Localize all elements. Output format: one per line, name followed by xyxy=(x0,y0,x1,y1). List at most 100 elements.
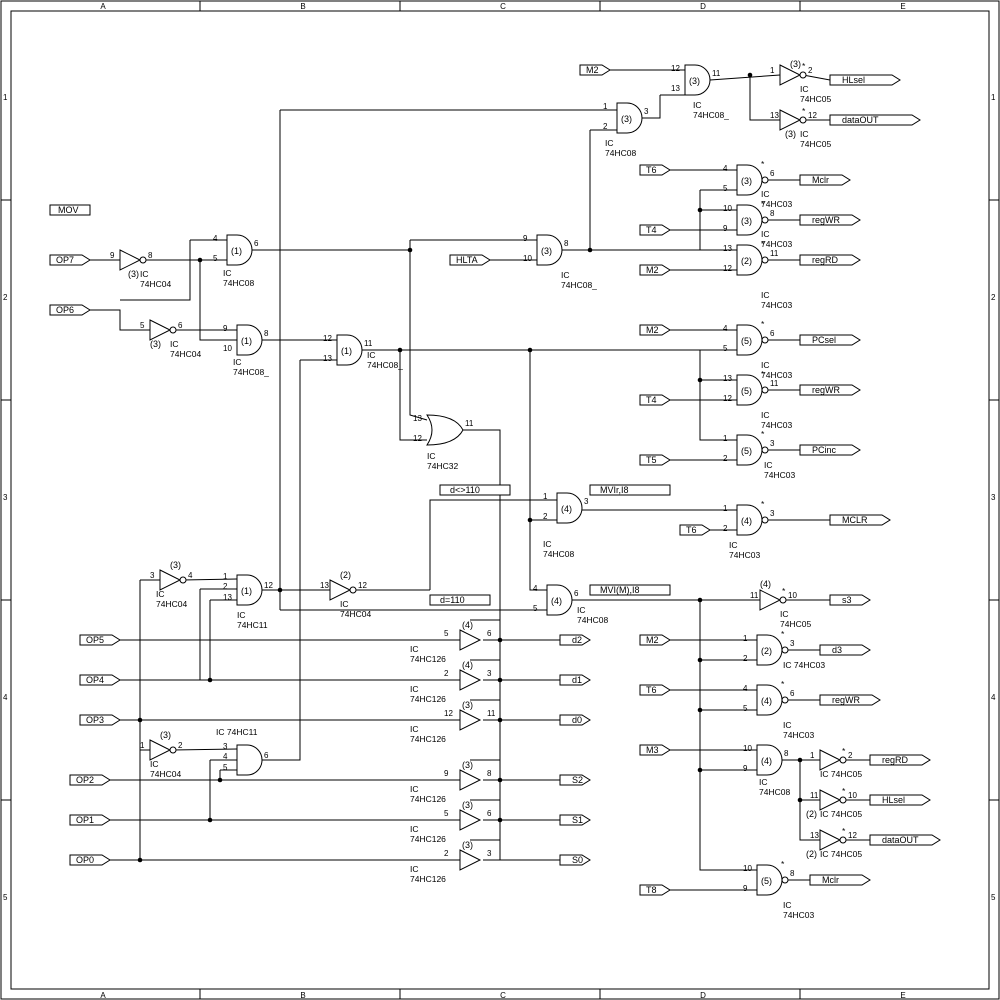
pin-number: 2 xyxy=(848,751,853,760)
junction-dot xyxy=(277,587,283,593)
invert-bubble xyxy=(761,516,769,524)
net-note-dne110: d<>110 xyxy=(439,484,511,496)
output-port-HLsel: HLsel xyxy=(869,794,931,806)
part-label: 74HC05 xyxy=(780,619,811,629)
part-label: 74HC126 xyxy=(410,694,446,704)
pin-number: 11 xyxy=(750,591,759,600)
junction-dot xyxy=(697,377,703,383)
junction-dot xyxy=(697,657,703,663)
open-drain-mark: * xyxy=(782,586,786,596)
invert-bubble xyxy=(761,176,769,184)
input-port-HLTA: HLTA xyxy=(449,254,491,266)
pin-number: 10 xyxy=(743,864,752,873)
gate-unit: (1) xyxy=(241,586,252,596)
port-label: M2 xyxy=(646,265,659,275)
invert-bubble xyxy=(761,336,769,344)
gate-body xyxy=(149,319,172,341)
port-shape xyxy=(869,754,931,766)
column-label-D: D xyxy=(700,991,706,1000)
wire xyxy=(749,75,780,121)
gate-unit: (4) xyxy=(761,756,772,766)
gate-body xyxy=(779,109,802,131)
gate-body xyxy=(459,849,482,871)
pin-number: 13 xyxy=(413,414,422,423)
pin-number: 6 xyxy=(770,169,775,178)
pin-number: 3 xyxy=(487,849,492,858)
part-label: 74HC03 xyxy=(761,199,792,209)
pin-number: 10 xyxy=(723,204,732,213)
port-layer: M2MOVOP7OP6HLTAT6T4M2M2T4T5T6OP5OP4OP3OP… xyxy=(49,64,941,896)
port-shape xyxy=(639,224,671,236)
wire xyxy=(463,429,501,860)
pin-number: 11 xyxy=(770,379,779,388)
part-label: IC xyxy=(410,824,419,834)
pin-number: 3 xyxy=(790,639,795,648)
pin-number: 6 xyxy=(487,809,492,818)
port-label: M2 xyxy=(586,65,599,75)
port-shape xyxy=(639,684,671,696)
part-label: IC xyxy=(561,270,570,280)
invert-bubble xyxy=(139,256,147,264)
port-label: OP6 xyxy=(56,305,74,315)
part-label: 74HC08_ xyxy=(693,110,729,120)
pin-number: 6 xyxy=(178,321,183,330)
pin-number: 12 xyxy=(444,709,453,718)
part-label: IC xyxy=(410,724,419,734)
gate-unit: (4) xyxy=(761,696,772,706)
pin-number: 5 xyxy=(723,344,728,353)
port-shape xyxy=(49,204,91,216)
output-port-S0: S0 xyxy=(559,854,591,866)
gate-unit: (1) xyxy=(341,346,352,356)
open-drain-mark: * xyxy=(761,319,765,329)
part-label: IC 74HC03 xyxy=(783,660,825,670)
gate-unit: (5) xyxy=(741,336,752,346)
gate-unit: (5) xyxy=(761,876,772,886)
pin-number: 11 xyxy=(364,339,373,348)
gate-unit: (4) xyxy=(760,579,771,589)
open-drain-mark: * xyxy=(761,429,765,439)
part-label: 74HC03 xyxy=(761,420,792,430)
part-label: IC xyxy=(764,460,773,470)
port-shape xyxy=(829,74,901,86)
part-label: 74HC08 xyxy=(223,278,254,288)
pin-number: 9 xyxy=(743,764,748,773)
port-label: OP0 xyxy=(76,855,94,865)
part-label: IC xyxy=(140,269,149,279)
junction-dot xyxy=(207,677,213,683)
input-port-M2: M2 xyxy=(639,324,671,336)
pin-number: 11 xyxy=(487,709,496,718)
port-label: d1 xyxy=(572,675,582,685)
pin-number: 12 xyxy=(848,831,857,840)
pin-number: 6 xyxy=(254,239,259,248)
wire-layer xyxy=(90,69,870,891)
pin-number: 9 xyxy=(723,224,728,233)
pin-number: 10 xyxy=(848,791,857,800)
pin-number: 5 xyxy=(743,704,748,713)
part-label: 74HC08_ xyxy=(561,280,597,290)
pin-number: 12 xyxy=(808,111,817,120)
part-label: IC xyxy=(761,290,770,300)
port-shape xyxy=(559,634,591,646)
input-port-T6: T6 xyxy=(639,684,671,696)
port-shape xyxy=(639,634,671,646)
column-label-D: D xyxy=(700,2,706,11)
row-label-2: 2 xyxy=(991,293,996,302)
gate-unit: (1) xyxy=(241,336,252,346)
output-port-s3: s3 xyxy=(829,594,871,606)
part-label: IC xyxy=(577,605,586,615)
pin-number: 4 xyxy=(223,752,228,761)
output-port-regRD: regRD xyxy=(869,754,931,766)
open-drain-mark: * xyxy=(761,369,765,379)
gate-unit: (3) xyxy=(150,339,161,349)
part-label: 74HC08 xyxy=(543,549,574,559)
open-drain-mark: * xyxy=(842,746,846,756)
